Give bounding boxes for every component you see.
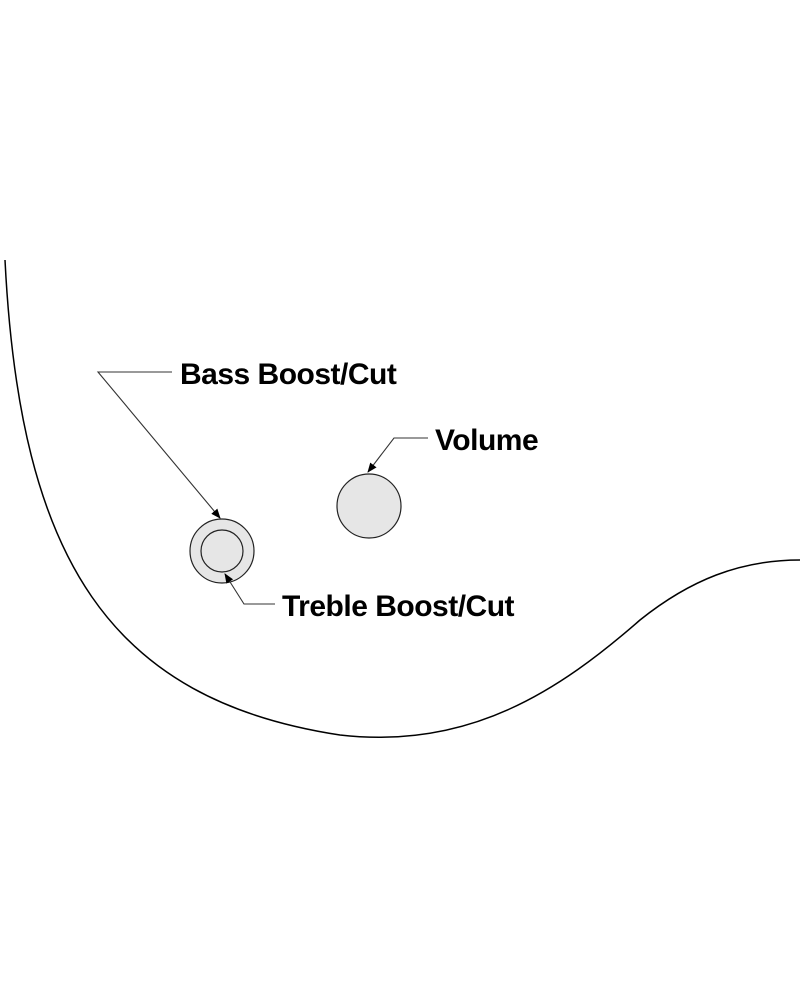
volume-leader-line <box>367 437 428 473</box>
bass-label: Bass Boost/Cut <box>180 358 397 391</box>
treble-leader-line <box>224 573 275 605</box>
treble-knob-inner <box>200 529 244 573</box>
treble-label: Treble Boost/Cut <box>282 590 515 623</box>
bass-leader-line <box>96 371 221 519</box>
volume-label: Volume <box>435 424 538 457</box>
volume-knob <box>336 473 402 539</box>
guitar-body-outline <box>4 259 800 739</box>
